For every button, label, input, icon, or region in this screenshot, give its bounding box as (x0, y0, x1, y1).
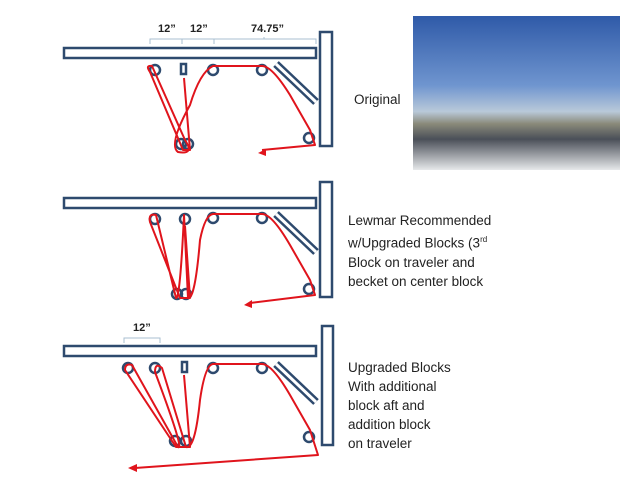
dimension-3: 74.75” (251, 23, 284, 35)
label-lewmar: Lewmar Recommended w/Upgraded Blocks (3r… (348, 213, 492, 289)
line-3 (124, 363, 319, 469)
line-1 (146, 64, 316, 154)
boom-3 (62, 344, 318, 358)
mast-1 (318, 30, 334, 148)
dimension-1: 12” (158, 23, 176, 35)
line-2 (148, 213, 316, 304)
original-photo (413, 16, 620, 170)
boom-2 (62, 196, 318, 210)
dimension-4: 12” (133, 322, 151, 334)
label-original: Original (354, 92, 401, 107)
label-upgraded: Upgraded Blocks With additional block af… (348, 360, 451, 451)
mast-3 (320, 324, 335, 447)
mast-2 (318, 180, 334, 299)
boom-1 (62, 46, 318, 60)
dimension-2: 12” (190, 23, 208, 35)
